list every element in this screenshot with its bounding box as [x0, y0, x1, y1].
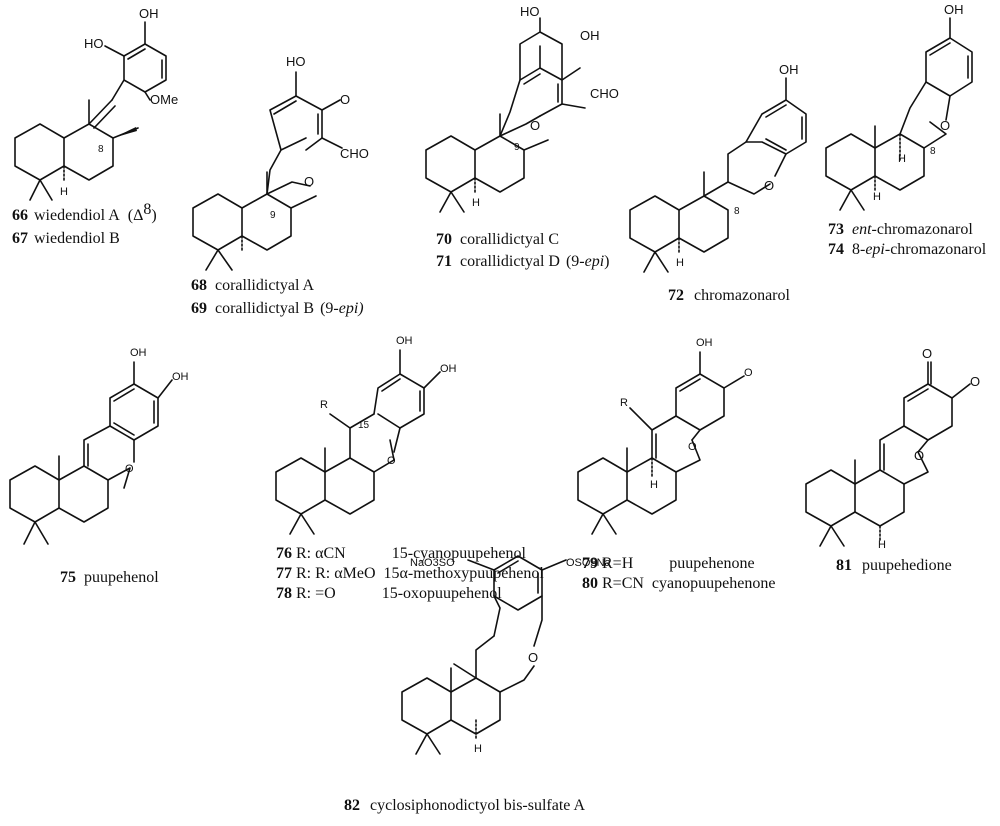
- atom-label-cho: CHO: [590, 86, 619, 101]
- atom-label-h: H: [878, 539, 886, 551]
- locant-9: 9: [514, 142, 520, 153]
- atom-label-ho: HO: [520, 4, 540, 19]
- atom-label-o-ring: O: [125, 463, 134, 475]
- atom-label-oh: OH: [944, 2, 964, 17]
- atom-label-oh: OH: [130, 347, 147, 359]
- atom-label-o: O: [744, 367, 753, 379]
- atom-label-h: H: [474, 743, 482, 755]
- locant-8: 8: [930, 146, 936, 157]
- atom-label-oh: OH: [696, 337, 713, 349]
- atom-label-o: O: [922, 346, 932, 361]
- locant-8: 8: [98, 144, 104, 155]
- atom-label-o-ring: O: [914, 448, 924, 463]
- atom-label-o-2: O: [970, 374, 980, 389]
- atom-label-oh-2: OH: [172, 371, 189, 383]
- atom-label-o-ring: O: [528, 650, 538, 665]
- atom-label-o-ring: O: [688, 441, 697, 453]
- atom-label-oh: OH: [396, 335, 413, 347]
- atom-label-oh: OH: [580, 28, 600, 43]
- atom-label-ho: HO: [286, 54, 306, 69]
- locant-8: 8: [734, 206, 740, 217]
- locant-15: 15: [358, 420, 370, 431]
- atom-label-h: H: [873, 191, 881, 203]
- atom-label-oh: OH: [139, 6, 159, 21]
- atom-label-ho: HO: [84, 36, 104, 51]
- atom-label-nao3so: NaO3SO: [410, 557, 455, 569]
- atom-label-oh-2: OH: [440, 363, 457, 375]
- atom-label-o-ring: O: [387, 455, 396, 467]
- atom-label-r: R: [620, 397, 628, 409]
- atom-label-h: H: [650, 479, 658, 491]
- atom-label-o: O: [340, 92, 350, 107]
- atom-label-oso3na: OSO3Na: [566, 557, 612, 569]
- atom-label-h: H: [60, 186, 68, 198]
- atom-label-o-ring: O: [530, 118, 540, 133]
- atom-label-o-ring: O: [940, 118, 950, 133]
- locant-9: 9: [270, 210, 276, 221]
- atom-label-h: H: [898, 153, 906, 165]
- atom-label-cho: CHO: [340, 146, 369, 161]
- atom-label-o-ring: O: [764, 178, 774, 193]
- atom-label-o-ring: O: [304, 174, 314, 189]
- atom-label-h: H: [472, 197, 480, 209]
- atom-label-h: H: [676, 257, 684, 269]
- atom-label-r: R: [320, 399, 328, 411]
- atom-label-ome: OMe: [150, 92, 178, 107]
- atom-label-oh: OH: [779, 62, 799, 77]
